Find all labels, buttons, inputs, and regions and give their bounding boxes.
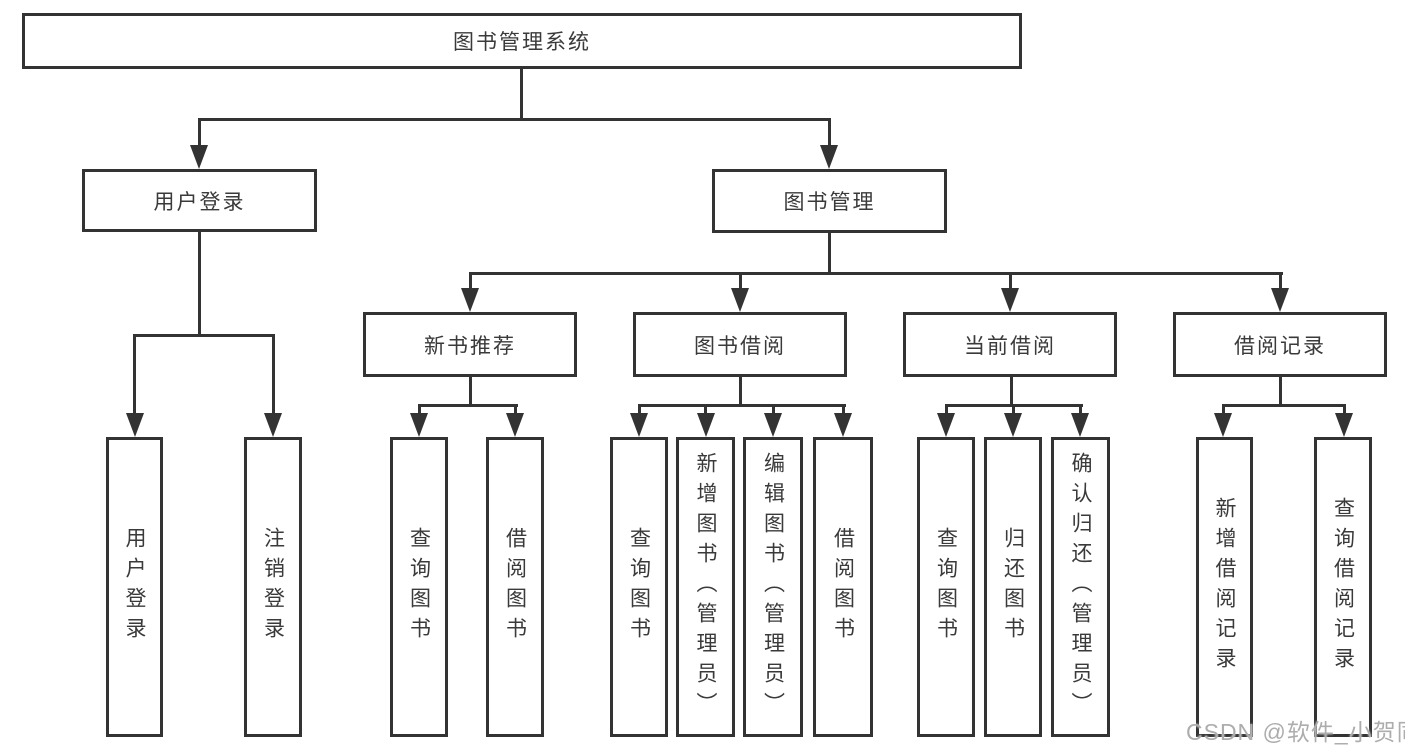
- node-label: 借阅记录: [1234, 334, 1326, 358]
- node-label: 图书借阅: [694, 334, 786, 358]
- connector: [513, 404, 517, 416]
- leaf-label: 新增图书（管理员）: [694, 452, 717, 722]
- arrow-down-icon: [190, 145, 208, 169]
- arrow-down-icon: [1335, 413, 1353, 437]
- connector: [1278, 272, 1282, 290]
- node-current-borrow: 当前借阅: [903, 312, 1117, 377]
- node-label: 当前借阅: [964, 334, 1056, 358]
- leaf-label: 查询图书: [934, 527, 958, 647]
- connector: [519, 69, 523, 119]
- connector: [468, 272, 1283, 275]
- arrow-down-icon: [834, 413, 852, 437]
- leaf-confirm-return-admin: 确认归还（管理员）: [1051, 437, 1110, 737]
- arrow-down-icon: [1271, 288, 1289, 312]
- connector: [197, 232, 201, 336]
- leaf-label: 确认归还（管理员）: [1069, 452, 1092, 722]
- connector: [468, 272, 472, 290]
- leaf-label: 新增借阅记录: [1213, 497, 1236, 677]
- node-label: 新书推荐: [424, 334, 516, 358]
- connector: [133, 334, 275, 337]
- arrow-down-icon: [630, 413, 648, 437]
- connector: [197, 118, 831, 121]
- arrow-down-icon: [731, 288, 749, 312]
- leaf-label: 查询图书: [407, 527, 431, 647]
- leaf-query-books-recommend: 查询图书: [390, 437, 448, 737]
- leaf-label: 用户登录: [123, 527, 146, 647]
- csdn-watermark: CSDN @软件_小贺同学: [1186, 719, 1405, 745]
- arrow-down-icon: [125, 413, 144, 437]
- leaf-label: 查询图书: [627, 527, 651, 647]
- node-borrow-records: 借阅记录: [1173, 312, 1387, 377]
- connector: [827, 233, 831, 275]
- leaf-label: 借阅图书: [831, 527, 855, 647]
- connector: [738, 272, 742, 290]
- leaf-borrow-books-recommend: 借阅图书: [486, 437, 544, 737]
- arrow-down-icon: [937, 413, 955, 437]
- leaf-query-borrow-record: 查询借阅记录: [1314, 437, 1372, 737]
- arrow-down-icon: [1214, 413, 1232, 437]
- leaf-borrow-books: 借阅图书: [813, 437, 873, 737]
- root-node: 图书管理系统: [22, 13, 1022, 69]
- connector: [637, 404, 641, 416]
- leaf-add-books-admin: 新增图书（管理员）: [676, 437, 735, 737]
- connector: [1221, 404, 1225, 416]
- connector: [133, 334, 136, 416]
- connector: [1221, 404, 1346, 407]
- connector: [771, 404, 775, 416]
- connector: [271, 334, 275, 416]
- leaf-return-books: 归还图书: [984, 437, 1042, 737]
- leaf-query-books-borrow: 查询图书: [610, 437, 668, 737]
- arrow-down-icon: [764, 413, 782, 437]
- arrow-down-icon: [410, 413, 428, 437]
- connector: [704, 404, 707, 416]
- arrow-down-icon: [1004, 413, 1022, 437]
- leaf-label: 编辑图书（管理员）: [761, 452, 785, 722]
- connector: [197, 118, 201, 148]
- arrow-down-icon: [696, 413, 715, 437]
- leaf-label: 归还图书: [1001, 527, 1025, 647]
- leaf-user-login: 用户登录: [106, 437, 163, 737]
- arrow-down-icon: [461, 288, 479, 312]
- arrow-down-icon: [506, 413, 524, 437]
- arrow-down-icon: [1001, 288, 1019, 312]
- connector: [1009, 377, 1013, 407]
- connector: [1278, 376, 1282, 407]
- leaf-label: 注销登录: [261, 527, 285, 647]
- connector: [1008, 272, 1012, 290]
- arrow-down-icon: [264, 413, 282, 437]
- node-book-borrow: 图书借阅: [633, 312, 847, 377]
- arrow-down-icon: [1071, 413, 1089, 437]
- leaf-query-books-current: 查询图书: [917, 437, 975, 737]
- connector: [1078, 404, 1082, 416]
- connector: [841, 404, 845, 416]
- connector: [1011, 404, 1015, 416]
- leaf-add-borrow-record: 新增借阅记录: [1196, 437, 1253, 737]
- connector: [827, 118, 831, 148]
- node-user-login: 用户登录: [82, 169, 317, 232]
- connector: [1342, 404, 1346, 416]
- arrow-down-icon: [820, 145, 838, 169]
- connector: [417, 404, 421, 416]
- connector: [944, 404, 948, 416]
- node-label: 用户登录: [153, 190, 246, 214]
- node-book-management: 图书管理: [712, 169, 947, 233]
- node-new-book-recommend: 新书推荐: [363, 312, 577, 377]
- root-node-label: 图书管理系统: [453, 31, 591, 54]
- connector: [637, 404, 846, 407]
- node-label: 图书管理: [783, 191, 876, 214]
- leaf-label: 查询借阅记录: [1331, 497, 1355, 677]
- connector: [738, 377, 742, 407]
- leaf-logout: 注销登录: [244, 437, 302, 737]
- connector: [468, 377, 472, 407]
- connector: [417, 404, 518, 407]
- leaf-label: 借阅图书: [503, 527, 527, 647]
- leaf-edit-books-admin: 编辑图书（管理员）: [743, 437, 803, 737]
